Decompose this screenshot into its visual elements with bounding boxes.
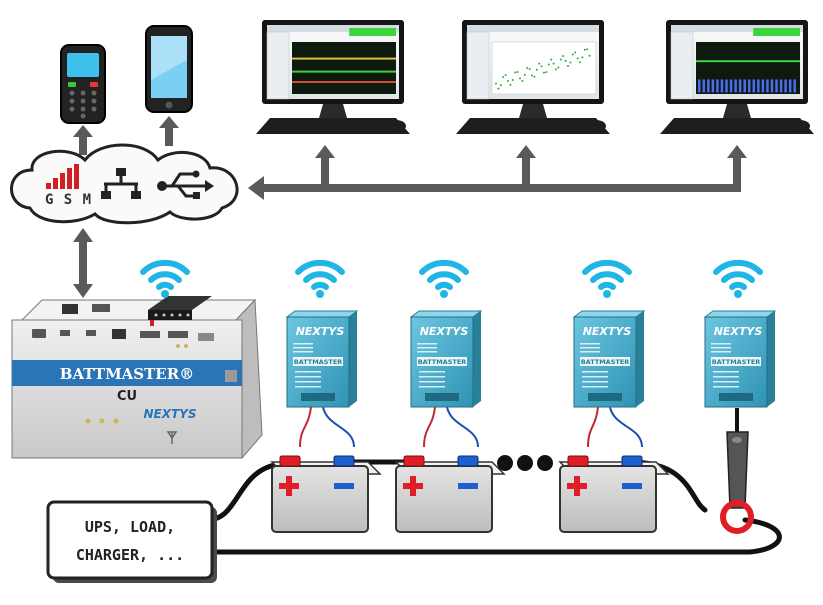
battmaster-cu-controller: BATTMASTER® CU NEXTYS xyxy=(11,296,263,460)
module-name: BATTMASTER xyxy=(581,358,630,366)
monitor-icon xyxy=(660,20,814,134)
load-box-line2: CHARGER, ... xyxy=(76,546,184,564)
module-brand: NEXTYS xyxy=(296,325,345,338)
network-cloud: GSM xyxy=(10,143,239,225)
usb-icon xyxy=(157,170,214,199)
monitor-icon xyxy=(256,20,410,134)
bidirectional-arrow-icon xyxy=(73,228,93,298)
ethernet-network-icon xyxy=(101,168,141,199)
smartphone-icon xyxy=(145,25,193,113)
negative-terminal-icon xyxy=(457,455,479,489)
antenna-icon xyxy=(166,431,178,444)
positive-terminal-icon xyxy=(279,455,301,496)
gsm-signal-icon xyxy=(46,164,79,189)
gsm-label: GSM xyxy=(45,192,91,208)
current-clamp-sensor xyxy=(720,408,754,534)
positive-terminal-icon xyxy=(403,455,425,496)
module-brand: NEXTYS xyxy=(420,325,469,338)
status-led-icon xyxy=(85,344,188,424)
battmaster-module: NEXTYS BATTMASTER xyxy=(572,310,646,448)
load-box-line1: UPS, LOAD, xyxy=(85,518,175,536)
battery-icon xyxy=(558,455,670,533)
arrow-up-icon xyxy=(159,116,179,146)
module-name: BATTMASTER xyxy=(418,358,467,366)
terminal-block xyxy=(148,296,212,326)
battmaster-module: NEXTYS BATTMASTER xyxy=(703,310,777,408)
module-brand: NEXTYS xyxy=(583,325,632,338)
battery-row xyxy=(270,455,670,533)
controller-model: CU xyxy=(117,389,137,404)
load-box: UPS, LOAD, CHARGER, ... xyxy=(46,500,217,583)
arrow-up-icon xyxy=(73,125,93,155)
module-brand: NEXTYS xyxy=(714,325,763,338)
battery-icon xyxy=(270,455,382,533)
negative-terminal-icon xyxy=(333,455,355,489)
network-bus-arrow xyxy=(248,145,747,200)
module-name: BATTMASTER xyxy=(294,358,343,366)
negative-terminal-icon xyxy=(621,455,643,489)
monitor-icon xyxy=(456,20,610,134)
wifi-icon xyxy=(298,263,342,298)
controller-brand: NEXTYS xyxy=(143,407,196,421)
module-row: NEXTYS BATTMASTER NEXTYS BATTMASTER NEXTYS BA… xyxy=(285,310,777,448)
battmaster-module: NEXTYS BATTMASTER xyxy=(409,310,483,448)
controller-name: BATTMASTER® xyxy=(60,365,194,383)
ellipsis-dots xyxy=(497,455,553,471)
feature-phone-icon xyxy=(60,44,106,124)
monitor-row xyxy=(256,20,814,134)
wifi-icon xyxy=(143,263,187,298)
controller-ports xyxy=(32,329,237,382)
battery-icon xyxy=(394,455,506,533)
battmaster-module: NEXTYS BATTMASTER xyxy=(285,310,359,448)
wifi-icon xyxy=(585,263,629,298)
module-name: BATTMASTER xyxy=(712,358,761,366)
positive-terminal-icon xyxy=(567,455,589,496)
wifi-icon xyxy=(422,263,466,298)
wifi-icon xyxy=(716,263,760,298)
